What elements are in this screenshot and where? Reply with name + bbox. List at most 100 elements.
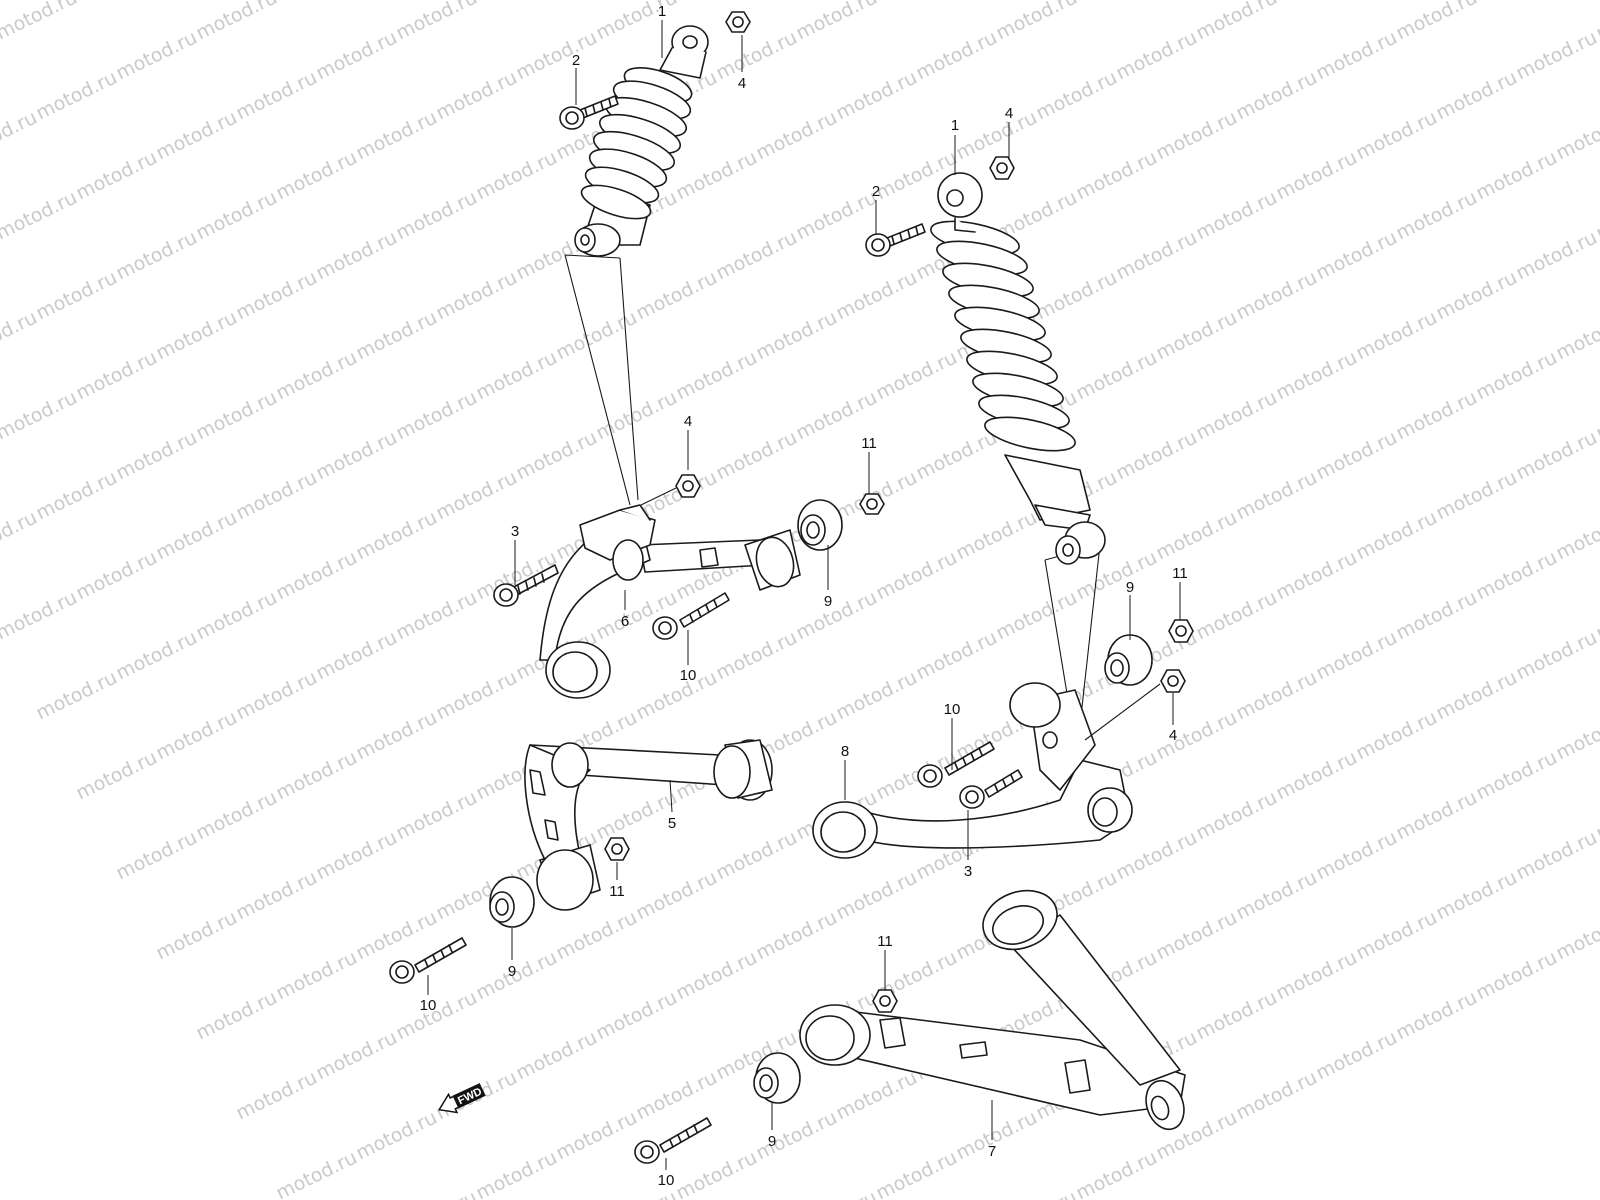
callout-6: 6 (621, 613, 629, 630)
watermark-text: motod.ru (113, 827, 201, 885)
watermark-text: motod.ru (1393, 587, 1481, 645)
callout-7: 7 (988, 1143, 996, 1160)
callout-2: 2 (872, 183, 880, 200)
callout-9: 9 (824, 593, 832, 610)
watermark-text: motod.ru (273, 547, 361, 605)
watermark-text: motod.ru (873, 0, 961, 4)
watermark-text: motod.ru (1153, 107, 1241, 165)
watermark-text: motod.ru (313, 27, 401, 85)
watermark-text: motod.ru (1193, 587, 1281, 645)
watermark-text: motod.ru (673, 347, 761, 405)
watermark-text: motod.ru (1433, 867, 1521, 925)
watermark-text: motod.ru (1113, 427, 1201, 485)
watermark-text: motod.ru (673, 147, 761, 205)
watermark-text: motod.ru (233, 867, 321, 925)
watermark-text: motod.ru (953, 107, 1041, 165)
watermark-text: motod.ru (1313, 427, 1401, 485)
watermark-text: motod.ru (1313, 627, 1401, 685)
watermark-text: motod.ru (313, 427, 401, 485)
watermark-text: motod.ru (1233, 67, 1321, 125)
watermark-text: motod.ru (0, 0, 81, 44)
watermark-text: motod.ru (713, 27, 801, 85)
watermark-text: motod.ru (1073, 147, 1161, 205)
watermark-text: motod.ru (713, 427, 801, 485)
callout-9: 9 (768, 1133, 776, 1150)
watermark-text: motod.ru (833, 1067, 921, 1125)
watermark-text: motod.ru (0, 587, 81, 645)
watermark-text: motod.ru (1393, 987, 1481, 1045)
callout-4: 4 (1005, 105, 1013, 122)
watermark-text: motod.ru (833, 867, 921, 925)
watermark-text: motod.ru (193, 987, 281, 1045)
watermark-text: motod.ru (913, 427, 1001, 485)
watermark-text: motod.ru (1313, 1027, 1401, 1085)
watermark-text: motod.ru (1433, 267, 1521, 325)
watermark-text: motod.ru (473, 147, 561, 205)
fwd-direction-badge: FWD (437, 1083, 486, 1114)
watermark-text: motod.ru (833, 667, 921, 725)
watermark-text: motod.ru (1473, 0, 1561, 4)
callout-3: 3 (964, 863, 972, 880)
watermark-text: motod.ru (113, 227, 201, 285)
watermark-text: motod.ru (73, 0, 161, 4)
watermark-text: motod.ru (393, 387, 481, 445)
watermark-text: motod.ru (193, 0, 281, 44)
watermark-text: motod.ru (913, 627, 1001, 685)
watermark-text: motod.ru (1273, 0, 1361, 4)
watermark-text: motod.ru (993, 587, 1081, 645)
watermark-text: motod.ru (313, 827, 401, 885)
watermark-text: motod.ru (793, 0, 881, 44)
watermark-text: motod.ru (1193, 187, 1281, 245)
watermark-text: motod.ru (73, 147, 161, 205)
watermark-text: motod.ru (1353, 707, 1441, 765)
watermark-text: motod.ru (1473, 747, 1561, 805)
watermark-text: motod.ru (393, 587, 481, 645)
watermark-text: motod.ru (993, 0, 1081, 44)
callout-10: 10 (420, 997, 437, 1014)
watermark-text: motod.ru (393, 1187, 481, 1200)
watermark-text: motod.ru (993, 1187, 1081, 1200)
watermark-text: motod.ru (113, 27, 201, 85)
watermark-text: motod.ru (673, 1147, 761, 1200)
watermark-text: motod.ru (793, 187, 881, 245)
watermark-text: motod.ru (1113, 827, 1201, 885)
watermark-text: motod.ru (433, 667, 521, 725)
callout-10: 10 (680, 667, 697, 684)
callout-1: 1 (658, 3, 666, 20)
watermark-text: motod.ru (953, 1107, 1041, 1165)
watermark-text: motod.ru (353, 907, 441, 965)
watermark-text: motod.ru (1073, 1147, 1161, 1200)
left-shock-absorber (559, 11, 751, 506)
callout-leaders (427, 20, 1181, 1170)
watermark-text: motod.ru (673, 0, 761, 4)
watermark-text: motod.ru (273, 1147, 361, 1200)
watermark-text: motod.ru (0, 307, 41, 365)
watermark-text: motod.ru (393, 787, 481, 845)
watermark-text: motod.ru (353, 707, 441, 765)
watermark-text: motod.ru (433, 267, 521, 325)
watermark-text: motod.ru (193, 787, 281, 845)
watermark-text: motod.ru (1353, 907, 1441, 965)
watermark-text: motod.ru (473, 947, 561, 1005)
watermark-text: motod.ru (1513, 827, 1600, 885)
callout-10: 10 (944, 701, 961, 718)
watermark-text: motod.ru (633, 1067, 721, 1125)
callout-11: 11 (609, 883, 625, 900)
watermark-text: motod.ru (633, 667, 721, 725)
watermark-text: motod.ru (233, 667, 321, 725)
callout-4: 4 (684, 413, 692, 430)
watermark-text: motod.ru (1233, 1067, 1321, 1125)
watermark-text: motod.ru (33, 67, 121, 125)
watermark-text: motod.ru (1033, 267, 1121, 325)
watermark-text: motod.ru (553, 1107, 641, 1165)
callout-3: 3 (511, 523, 519, 540)
watermark-text: motod.ru (393, 987, 481, 1045)
right-lower-arm (634, 889, 1186, 1164)
watermark-text: motod.ru (873, 547, 961, 605)
watermark-text: motod.ru (313, 1027, 401, 1085)
watermark-text: motod.ru (1033, 67, 1121, 125)
watermark-text: motod.ru (1473, 147, 1561, 205)
watermark-text: motod.ru (1473, 947, 1561, 1005)
watermark-text: motod.ru (433, 67, 521, 125)
watermark-text: motod.ru (833, 267, 921, 325)
